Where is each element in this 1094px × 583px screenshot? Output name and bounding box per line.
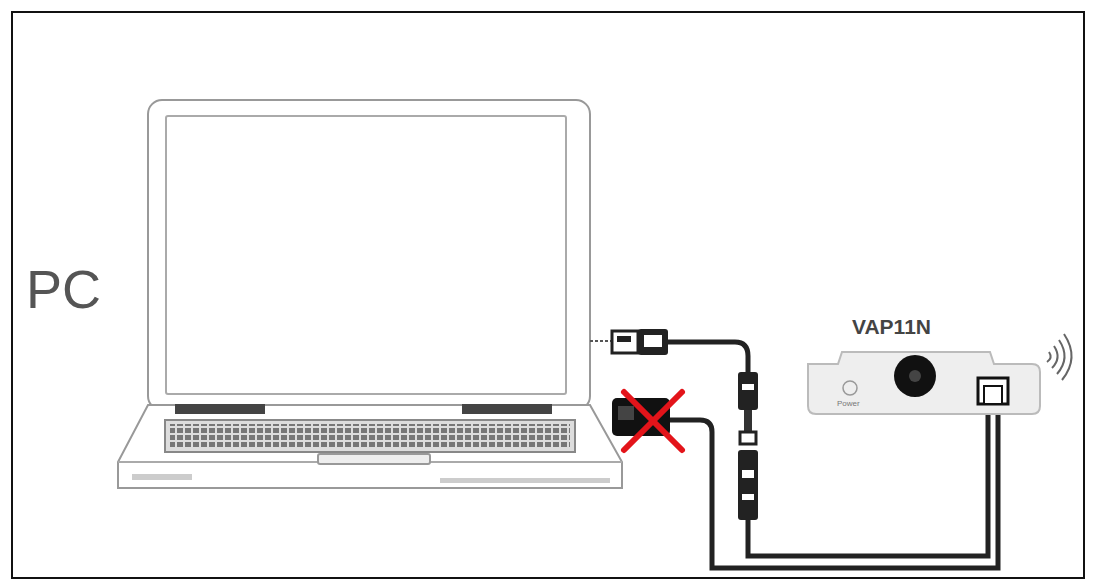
- not-allowed-mark: [624, 392, 682, 450]
- splitter: [738, 372, 758, 520]
- usb-plug: [590, 329, 668, 355]
- power-cable: [748, 402, 988, 556]
- keyboard: [170, 424, 570, 448]
- vap11n-device: [808, 352, 1040, 414]
- ethernet-cable: [670, 402, 998, 568]
- laptop: [118, 100, 622, 488]
- usb-cable: [668, 342, 748, 372]
- device-label: VAP11N: [852, 316, 931, 337]
- device-label: PC: [26, 262, 101, 316]
- wifi-symbol: [1047, 334, 1072, 380]
- frame: [12, 12, 1084, 578]
- button-label: Power: [837, 400, 860, 408]
